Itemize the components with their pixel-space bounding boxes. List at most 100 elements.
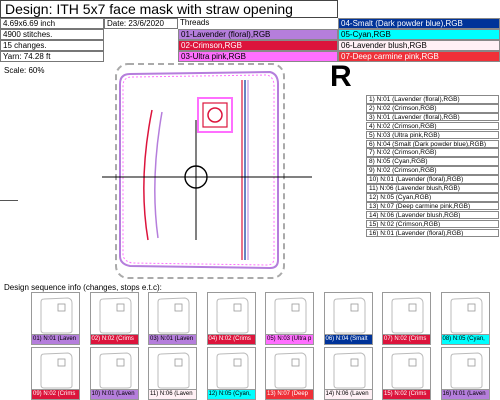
sequence-thumbnail[interactable]: 13) N:07 (Deep xyxy=(265,347,314,400)
sequence-row: 2) N:02 (Crimson,RGB) xyxy=(366,103,499,113)
sequence-thumbnail[interactable]: 09) N:02 (Crims xyxy=(31,347,80,400)
thumb-mask-outline xyxy=(333,297,365,334)
sequence-row: 15) N:02 (Crimson,RGB) xyxy=(366,219,499,229)
thumbnail-caption: 05) N:03 (Ultra p xyxy=(266,334,313,344)
sequence-thumbnail[interactable]: 11) N:06 (Laven xyxy=(148,347,197,400)
thumb-straw-square xyxy=(233,303,241,312)
thumbnail-caption: 06) N:04 (Smalt xyxy=(324,334,372,344)
thumbnail-caption: 07) N:02 (Crims xyxy=(383,334,430,344)
thumb-mask-outline xyxy=(274,297,307,334)
dart-curve xyxy=(143,109,153,241)
sequence-row: 14) N:06 (Lavender blush,RGB) xyxy=(366,210,499,220)
sequence-row: 16) N:01 (Lavender (floral),RGB) xyxy=(366,228,499,238)
thumb-straw-square xyxy=(174,303,183,312)
left-tick xyxy=(0,200,18,201)
sequence-row: 4) N:02 (Crimson,RGB) xyxy=(366,121,499,131)
design-date: Date: 23/6/2020 xyxy=(104,18,178,29)
thread-swatch: 02-Crimson,RGB xyxy=(178,40,338,51)
thumbnail-caption: 04) N:02 (Crims xyxy=(207,334,255,344)
thread-swatch: 03-Ultra pink,RGB xyxy=(178,51,338,62)
sequence-row: 1) N:01 (Lavender (floral),RGB) xyxy=(366,95,499,104)
thread-swatch: 05-Cyan,RGB xyxy=(338,29,500,40)
crosshair-circle xyxy=(184,165,208,189)
thumb-straw-square xyxy=(233,358,241,367)
sequence-thumbnail[interactable]: 02) N:02 (Crims xyxy=(89,292,139,345)
scale-label: Scale: 60% xyxy=(4,66,45,75)
sequence-row: 5) N:03 (Ultra pink,RGB) xyxy=(366,130,499,140)
change-count: 15 changes. xyxy=(0,40,104,51)
thumb-straw-square xyxy=(57,358,66,367)
orientation-mark: R xyxy=(330,60,352,93)
thumbnail-caption: 12) N:05 (Cyan, xyxy=(207,389,255,399)
stitch-count: 4900 stitches. xyxy=(0,29,104,40)
thumbnail-caption: 09) N:02 (Crims xyxy=(32,389,79,399)
thumb-mask-outline xyxy=(157,352,190,389)
thumb-mask-outline xyxy=(99,352,131,389)
design-title: Design: ITH 5x7 face mask with straw ope… xyxy=(0,0,338,18)
thumb-mask-outline xyxy=(274,352,307,389)
thumbnail-caption: 15) N:02 (Crims xyxy=(383,389,430,399)
sequence-info-label: Design sequence info (changes, stops e.t… xyxy=(4,283,162,292)
thumb-straw-square xyxy=(408,358,417,367)
thread-swatch: 04-Smalt (Dark powder blue),RGB xyxy=(338,18,500,29)
sequence-thumbnail[interactable]: 01) N:01 (Laven xyxy=(31,292,80,345)
thumb-mask-outline xyxy=(391,352,424,389)
thumb-mask-outline xyxy=(40,297,73,334)
mask-outline-inner xyxy=(122,74,275,266)
thumb-mask-outline xyxy=(99,297,131,334)
sequence-thumbnail[interactable]: 16) N:01 (Laven xyxy=(440,347,490,400)
sequence-thumbnail[interactable]: 12) N:05 (Cyan, xyxy=(206,347,256,400)
thread-swatch: 01-Lavender (floral),RGB xyxy=(178,29,338,40)
sequence-row: 8) N:05 (Cyan,RGB) xyxy=(366,157,499,166)
sequence-thumbnail[interactable]: 08) N:05 (Cyan, xyxy=(440,292,490,345)
thumb-straw-square xyxy=(408,303,417,312)
thumb-mask-outline xyxy=(216,297,248,334)
sequence-thumbnail[interactable]: 10) N:01 (Laven xyxy=(89,347,139,400)
sequence-thumbnail[interactable]: 04) N:02 (Crims xyxy=(206,292,256,345)
thumb-straw-square xyxy=(116,303,124,312)
thumb-mask-outline xyxy=(216,352,248,389)
sequence-row: 3) N:01 (Lavender (floral),RGB) xyxy=(366,112,499,122)
yarn-length: Yarn: 74.28 ft xyxy=(0,51,104,62)
thread-swatch: 07-Deep carmine pink,RGB xyxy=(338,51,500,62)
sequence-row: 10) N:01 (Lavender (floral),RGB) xyxy=(366,175,499,184)
thumb-straw-square xyxy=(174,358,183,367)
design-preview xyxy=(102,63,312,279)
sequence-row: 6) N:04 (Smalt (Dark powder blue),RGB) xyxy=(366,139,499,149)
sequence-thumbnail[interactable]: 03) N:01 (Laven xyxy=(148,292,197,345)
sequence-thumbnail[interactable]: 15) N:02 (Crims xyxy=(382,347,431,400)
thumb-mask-outline xyxy=(157,297,190,334)
thumbnail-caption: 14) N:06 (Laven xyxy=(324,389,372,399)
dart-curve xyxy=(154,111,163,239)
thumb-straw-square xyxy=(116,358,124,367)
sequence-thumbnail[interactable]: 06) N:04 (Smalt xyxy=(323,292,373,345)
thumb-straw-square xyxy=(350,358,358,367)
thumb-straw-square xyxy=(467,358,475,367)
thumbnail-caption: 01) N:01 (Laven xyxy=(32,334,79,344)
thumb-straw-square xyxy=(350,303,358,312)
straw-opening-frame xyxy=(197,97,233,133)
thumbnail-caption: 02) N:02 (Crims xyxy=(90,334,138,344)
sequence-row: 7) N:02 (Crimson,RGB) xyxy=(366,148,499,158)
thumbnail-caption: 16) N:01 (Laven xyxy=(441,389,489,399)
thumb-mask-outline xyxy=(40,352,73,389)
design-size: 4.69x6.69 inch xyxy=(0,18,104,29)
sequence-row: 11) N:06 (Lavender blush,RGB) xyxy=(366,184,499,193)
sequence-thumbnail[interactable]: 05) N:03 (Ultra p xyxy=(265,292,314,345)
thumb-mask-outline xyxy=(333,352,365,389)
thumb-mask-outline xyxy=(450,352,482,389)
threads-label: Threads xyxy=(180,18,210,27)
straw-opening-circle xyxy=(207,107,223,123)
thumbnail-caption: 03) N:01 (Laven xyxy=(149,334,196,344)
thumb-straw-square xyxy=(467,303,475,312)
sequence-thumbnail[interactable]: 14) N:06 (Laven xyxy=(323,347,373,400)
hoop-frame xyxy=(115,63,285,279)
sequence-thumbnail[interactable]: 07) N:02 (Crims xyxy=(382,292,431,345)
thumb-mask-outline xyxy=(450,297,482,334)
mask-outline xyxy=(119,70,279,270)
thumbnail-caption: 11) N:06 (Laven xyxy=(149,389,196,399)
thumbnail-caption: 13) N:07 (Deep xyxy=(266,389,313,399)
sequence-row: 9) N:02 (Crimson,RGB) xyxy=(366,166,499,175)
straw-opening-inner xyxy=(202,102,228,128)
thumbnail-caption: 10) N:01 (Laven xyxy=(90,389,138,399)
